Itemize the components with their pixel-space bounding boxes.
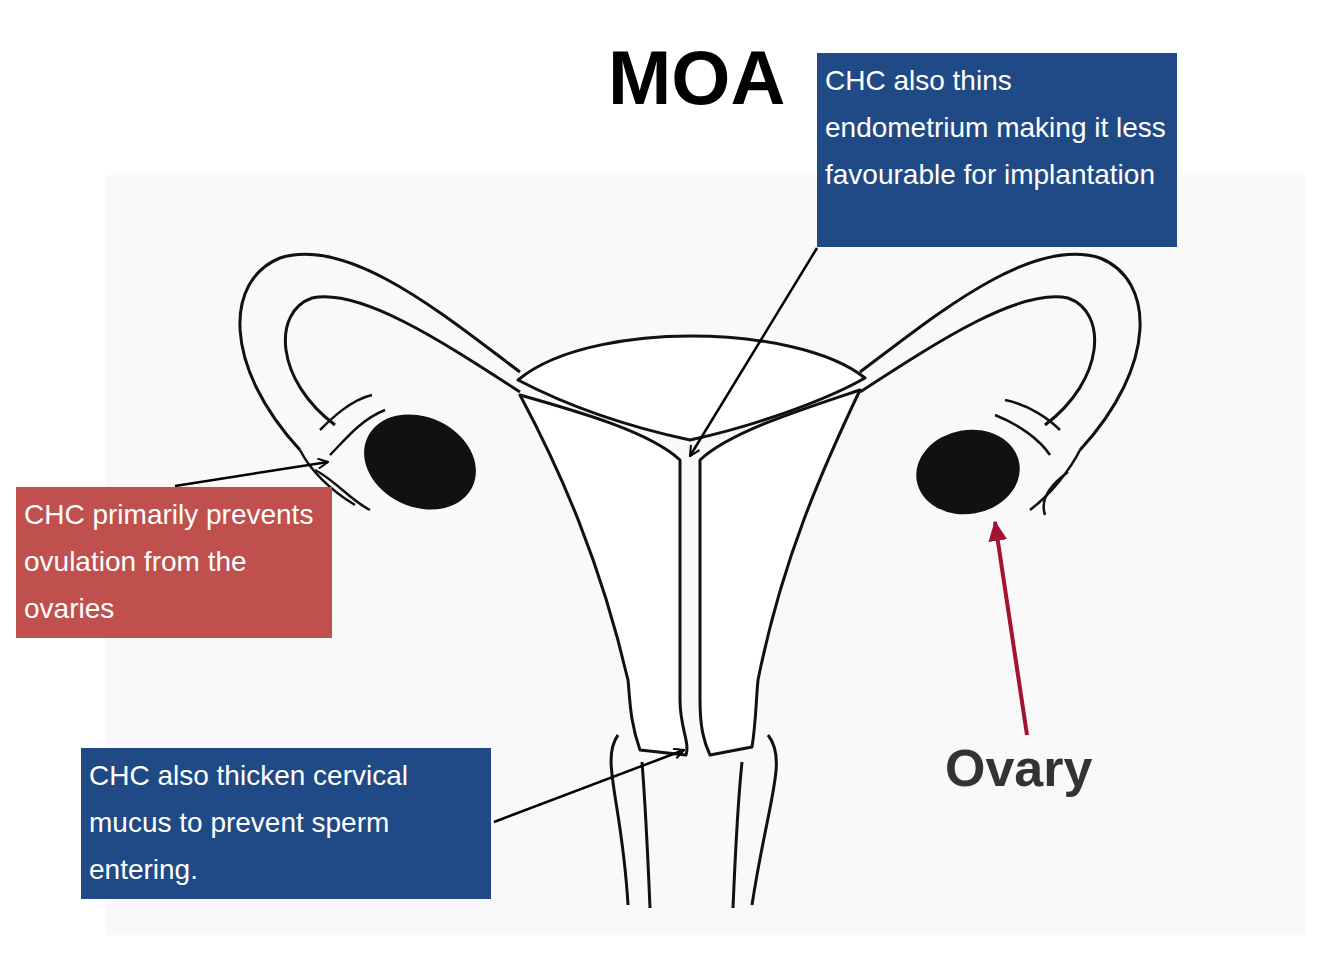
right-ovary [909, 422, 1026, 523]
diagram-title: MOA [608, 40, 785, 116]
callout-box: CHC also thicken cervical mucus to preve… [81, 748, 491, 899]
pointer-arrow [995, 522, 1027, 735]
leader-line [690, 248, 817, 456]
leader-line [175, 462, 328, 486]
callout-text: CHC also thicken cervical mucus to preve… [89, 752, 483, 893]
part-label: Ovary [945, 740, 1092, 797]
left-ovary [348, 397, 491, 528]
leader-line [494, 750, 684, 822]
callout-box: CHC also thins endometrium making it les… [817, 53, 1177, 247]
callout-box: CHC primarily prevents ovulation from th… [16, 487, 332, 638]
callout-text: CHC also thins endometrium making it les… [825, 57, 1169, 198]
callout-text: CHC primarily prevents ovulation from th… [24, 491, 324, 632]
